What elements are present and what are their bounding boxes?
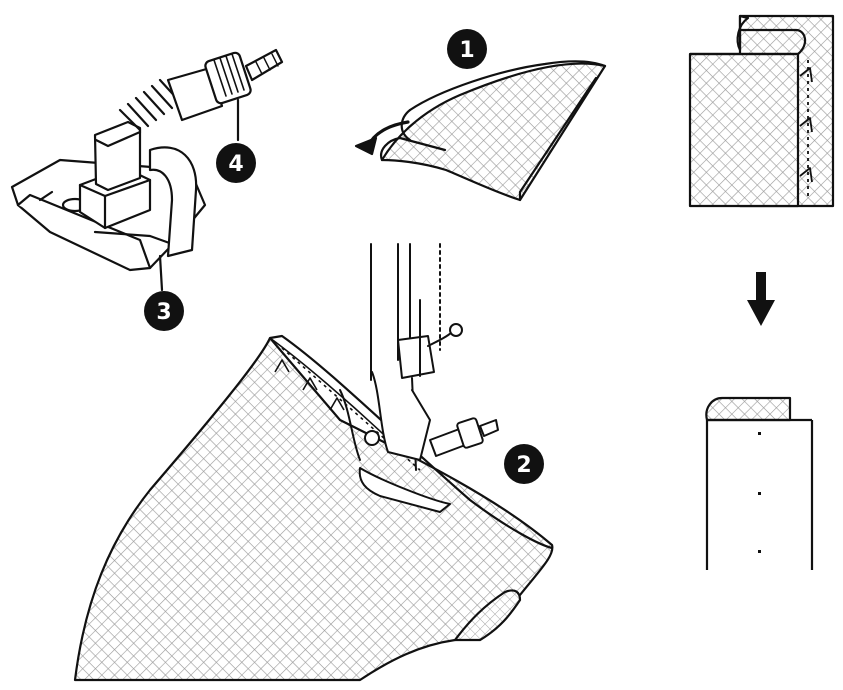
hem-before-illustration [688, 14, 835, 208]
step-badge-4: 4 [216, 143, 256, 183]
step-number-2: 2 [516, 453, 531, 478]
step-badge-3: 3 [144, 291, 184, 331]
step-badge-1: 1 [447, 29, 487, 69]
folded-fabric-illustration [354, 60, 607, 202]
presser-foot-illustration [10, 48, 284, 292]
step-badge-2: 2 [504, 444, 544, 484]
fabric-under-needle [73, 334, 554, 682]
step-number-3: 3 [156, 300, 171, 325]
step-number-4: 4 [228, 152, 243, 177]
down-arrow-icon [747, 272, 775, 326]
step-number-1: 1 [459, 38, 474, 63]
hem-after-illustration [705, 396, 814, 570]
sewing-needle-assembly [339, 243, 499, 513]
